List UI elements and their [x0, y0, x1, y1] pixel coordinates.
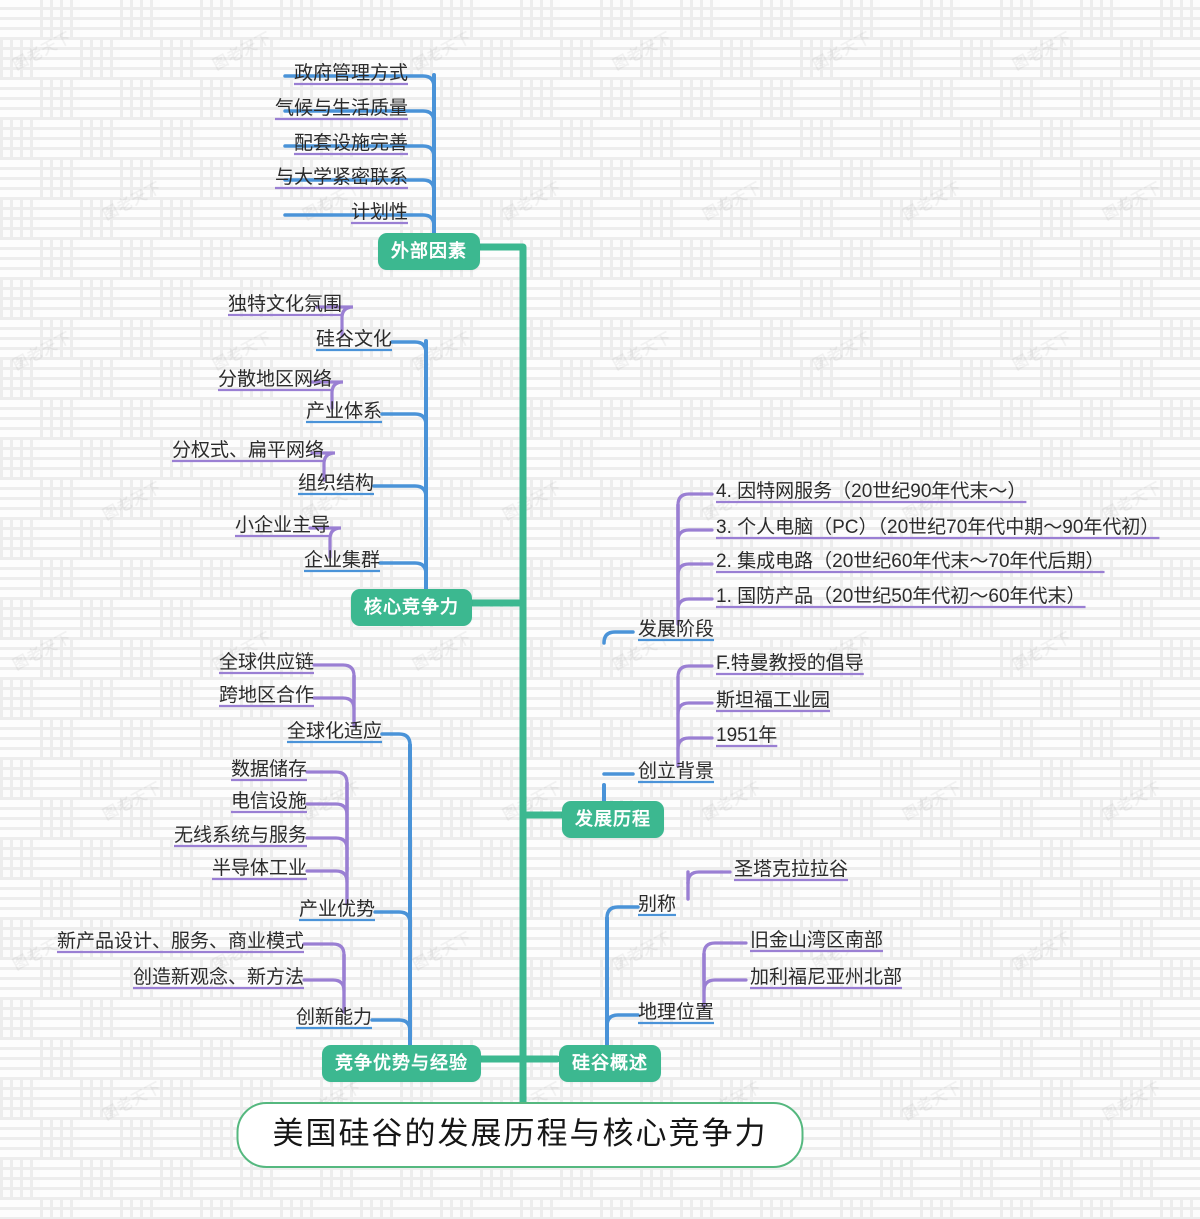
- leaf-node[interactable]: 政府管理方式: [293, 63, 408, 84]
- connector: [390, 340, 428, 355]
- connector: [676, 528, 714, 543]
- leaf-node[interactable]: 旧金山湾区南部: [750, 930, 884, 951]
- connector: [605, 905, 640, 920]
- sub-node[interactable]: 产业体系: [305, 401, 382, 422]
- connector: [373, 910, 412, 925]
- connector: [312, 696, 356, 711]
- leaf-node[interactable]: 4. 因特网服务（20世纪90年代末～）: [716, 481, 1027, 502]
- connector: [370, 1018, 412, 1033]
- connector: [302, 978, 346, 993]
- connector: [676, 562, 714, 577]
- leaf-node[interactable]: 配套设施完善: [293, 133, 408, 154]
- leaf-node[interactable]: 电信设施: [230, 791, 307, 812]
- leaf-node[interactable]: 跨地区合作: [218, 685, 314, 706]
- sub-node[interactable]: 硅谷文化: [315, 329, 392, 350]
- branch-node-silicon-valley-overview[interactable]: 硅谷概述: [559, 1045, 661, 1082]
- leaf-node[interactable]: 气候与生活质量: [274, 98, 408, 119]
- branch-node-competitive-advantage[interactable]: 竞争优势与经验: [322, 1045, 481, 1082]
- sub-node[interactable]: 地理位置: [638, 1002, 715, 1023]
- branch-node-development-history[interactable]: 发展历程: [562, 801, 664, 838]
- leaf-node[interactable]: 全球供应链: [218, 652, 314, 673]
- leaf-node[interactable]: 与大学紧密联系: [274, 167, 408, 188]
- connector: [676, 736, 714, 751]
- sub-node[interactable]: 创立背景: [638, 761, 715, 782]
- leaf-node[interactable]: 加利福尼亚州北部: [750, 967, 903, 988]
- leaf-node[interactable]: 新产品设计、服务、商业模式: [56, 931, 304, 952]
- leaf-node[interactable]: 圣塔克拉拉谷: [734, 859, 849, 880]
- leaf-node[interactable]: 斯坦福工业园: [716, 690, 831, 711]
- sub-node[interactable]: 别称: [638, 894, 677, 915]
- connector: [602, 630, 635, 645]
- connector: [676, 701, 714, 716]
- connector: [686, 870, 732, 885]
- connector: [380, 732, 412, 747]
- connector: [308, 526, 342, 559]
- leaf-node[interactable]: 创造新观念、新方法: [132, 967, 304, 988]
- root-node[interactable]: 美国硅谷的发展历程与核心竞争力: [236, 1102, 804, 1168]
- leaf-node[interactable]: 无线系统与服务: [173, 825, 307, 846]
- connector: [283, 109, 436, 124]
- sub-node[interactable]: 企业集群: [303, 550, 380, 571]
- connector: [283, 213, 436, 228]
- connector: [702, 978, 748, 993]
- connector: [702, 941, 748, 956]
- connector: [504, 244, 527, 1123]
- connector: [605, 1013, 640, 1028]
- leaf-node[interactable]: 1. 国防产品（20世纪50年代初～60年代末）: [716, 586, 1086, 607]
- connector: [283, 144, 436, 159]
- connector: [676, 597, 714, 612]
- leaf-node[interactable]: 半导体工业: [211, 858, 307, 879]
- leaf-node[interactable]: 分权式、扁平网络: [171, 440, 324, 461]
- connector: [283, 178, 436, 193]
- sub-node[interactable]: 创新能力: [295, 1007, 372, 1028]
- connector: [315, 305, 354, 338]
- leaf-node[interactable]: 独特文化氛围: [227, 294, 342, 315]
- connector: [310, 451, 336, 482]
- connector: [676, 664, 714, 679]
- sub-node[interactable]: 组织结构: [297, 473, 374, 494]
- connector: [309, 380, 344, 410]
- branch-node-core-competitiveness[interactable]: 核心竞争力: [351, 589, 472, 626]
- connector: [372, 484, 428, 499]
- leaf-node[interactable]: F.特曼教授的倡导: [716, 653, 864, 674]
- connector: [312, 663, 356, 678]
- connector: [305, 802, 349, 817]
- leaf-node[interactable]: 3. 个人电脑（PC）（20世纪70年代中期～90年代初）: [716, 517, 1160, 538]
- sub-node[interactable]: 产业优势: [298, 899, 375, 920]
- connector: [305, 836, 349, 851]
- connector: [676, 492, 714, 507]
- leaf-node[interactable]: 分散地区网络: [217, 369, 332, 390]
- sub-node[interactable]: 发展阶段: [638, 619, 715, 640]
- leaf-node[interactable]: 小企业主导: [234, 515, 330, 536]
- leaf-node[interactable]: 计划性: [350, 202, 408, 223]
- leaf-node[interactable]: 2. 集成电路（20世纪60年代末～70年代后期）: [716, 551, 1105, 572]
- connector: [305, 869, 349, 884]
- connector: [302, 942, 346, 957]
- branch-node-external-factors[interactable]: 外部因素: [378, 233, 480, 270]
- connector: [305, 770, 349, 785]
- sub-node[interactable]: 全球化适应: [286, 721, 382, 742]
- leaf-node[interactable]: 数据储存: [230, 759, 307, 780]
- connector: [378, 561, 428, 576]
- leaf-node[interactable]: 1951年: [716, 725, 778, 746]
- connector: [380, 412, 428, 427]
- connector: [283, 74, 436, 89]
